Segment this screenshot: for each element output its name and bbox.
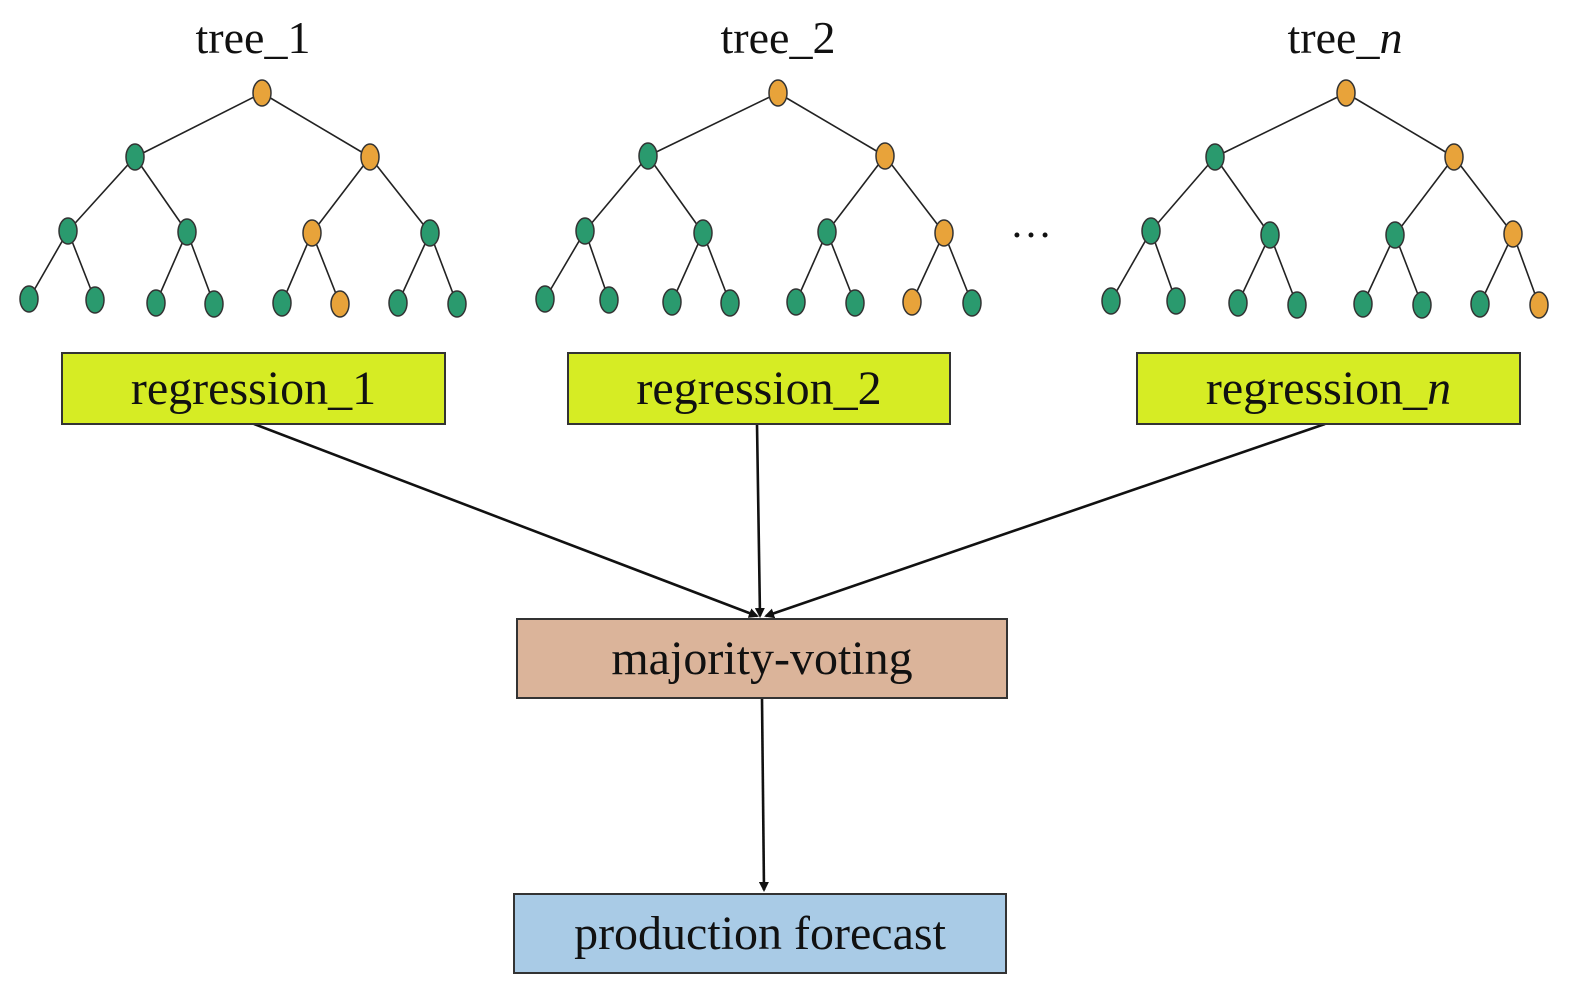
tree-3-edge	[1110, 230, 1152, 302]
tree-1-node	[204, 290, 224, 318]
flow-arrow	[764, 422, 1326, 619]
tree-title-n-suffix: n	[1379, 12, 1403, 63]
production-forecast-label: production forecast	[574, 907, 946, 960]
tree-title-2-suffix: 2	[812, 12, 836, 63]
tree-3-edge	[1214, 92, 1347, 158]
tree-2-node	[599, 286, 619, 314]
tree-1-edge	[397, 232, 431, 304]
production-forecast-box: production forecast	[513, 893, 1007, 974]
tree-1-node	[272, 289, 292, 317]
tree-3-node	[1353, 290, 1373, 318]
tree-1-edge	[28, 230, 69, 300]
tree-3-edge	[1479, 233, 1514, 305]
tree-1-node	[330, 290, 350, 318]
tree-1-node	[146, 289, 166, 317]
majority-voting-box: majority-voting	[516, 618, 1008, 699]
regression-box-n: regression_n	[1136, 352, 1521, 425]
tree-1-node	[85, 286, 105, 314]
tree-3-node	[1205, 143, 1225, 171]
tree-1-edge	[369, 156, 431, 234]
tree-2-edge	[647, 92, 779, 157]
tree-1-node	[447, 290, 467, 318]
tree-2-node	[817, 218, 837, 246]
regression-box-2: regression_2	[567, 352, 951, 425]
regression-2-prefix: regression_	[636, 362, 858, 415]
flow-arrow	[754, 423, 765, 618]
tree-2-edge	[826, 155, 886, 233]
tree-title-n-prefix: tree_	[1287, 12, 1380, 63]
tree-3-node	[1503, 220, 1523, 248]
tree-2-edge	[544, 230, 586, 300]
tree-2-node	[720, 289, 740, 317]
regression-n-prefix: regression_	[1205, 362, 1428, 415]
regression-1-prefix: regression_	[130, 362, 353, 415]
tree-3-node	[1470, 290, 1490, 318]
tree-3-node	[1166, 287, 1186, 315]
tree-3-edge	[1453, 156, 1514, 235]
tree-2-node	[768, 79, 788, 107]
regression-n-suffix: n	[1427, 362, 1452, 415]
tree-2-edge	[884, 155, 945, 234]
ellipsis: …	[1010, 201, 1056, 247]
tree-1-node	[360, 143, 380, 171]
tree-1-edge	[134, 156, 188, 233]
tree-3-edge	[1150, 156, 1216, 232]
tree-title-1-prefix: tree_	[195, 12, 288, 63]
tree-3-node	[1287, 291, 1307, 319]
flow-arrow	[253, 422, 759, 618]
tree-1-edge	[67, 156, 136, 232]
regression-1-suffix: 1	[352, 362, 377, 415]
tree-1-node	[420, 219, 440, 247]
tree-2-edge	[777, 92, 886, 157]
tree-1-edge	[311, 156, 371, 234]
tree-2-node	[638, 142, 658, 170]
tree-3-node	[1444, 143, 1464, 171]
tree-3-node	[1412, 291, 1432, 319]
tree-title-2: tree_2	[628, 8, 928, 68]
tree-3-node	[1336, 79, 1356, 107]
regression-2-suffix: 2	[857, 362, 882, 415]
tree-3-node	[1228, 289, 1248, 317]
tree-1-node	[125, 143, 145, 171]
tree-2-edge	[584, 155, 649, 232]
tree-2-node	[535, 285, 555, 313]
tree-3-node	[1141, 217, 1161, 245]
tree-3-node	[1529, 291, 1549, 319]
tree-2-node	[875, 142, 895, 170]
tree-title-1-suffix: 1	[287, 12, 311, 63]
tree-3-edge	[1394, 156, 1455, 236]
tree-1-node	[252, 79, 272, 107]
tree-1-node	[302, 219, 322, 247]
tree-2-node	[934, 219, 954, 247]
tree-title-n: tree_n	[1195, 8, 1495, 68]
tree-2-node	[693, 219, 713, 247]
tree-3-node	[1260, 221, 1280, 249]
tree-1-edge	[155, 231, 188, 304]
tree-2-node	[845, 289, 865, 317]
regression-box-1: regression_1	[61, 352, 446, 425]
tree-2-node	[575, 217, 595, 245]
tree-2-node	[662, 288, 682, 316]
tree-3-node	[1385, 221, 1405, 249]
flow-arrow	[758, 698, 769, 892]
tree-2-node	[902, 288, 922, 316]
tree-1-node	[388, 289, 408, 317]
tree-1-node	[177, 218, 197, 246]
tree-1-edge	[261, 92, 371, 158]
tree-3-edge	[1214, 156, 1271, 236]
tree-2-node	[786, 288, 806, 316]
tree-1-node	[58, 217, 78, 245]
tree-2-node	[962, 289, 982, 317]
tree-1-node	[19, 285, 39, 313]
tree-1-edge	[134, 92, 263, 158]
tree-3-node	[1101, 287, 1121, 315]
majority-voting-label: majority-voting	[611, 632, 913, 685]
tree-2-edge	[647, 155, 704, 234]
tree-title-2-prefix: tree_	[720, 12, 813, 63]
tree-3-edge	[1345, 92, 1455, 158]
tree-title-1: tree_1	[103, 8, 403, 68]
